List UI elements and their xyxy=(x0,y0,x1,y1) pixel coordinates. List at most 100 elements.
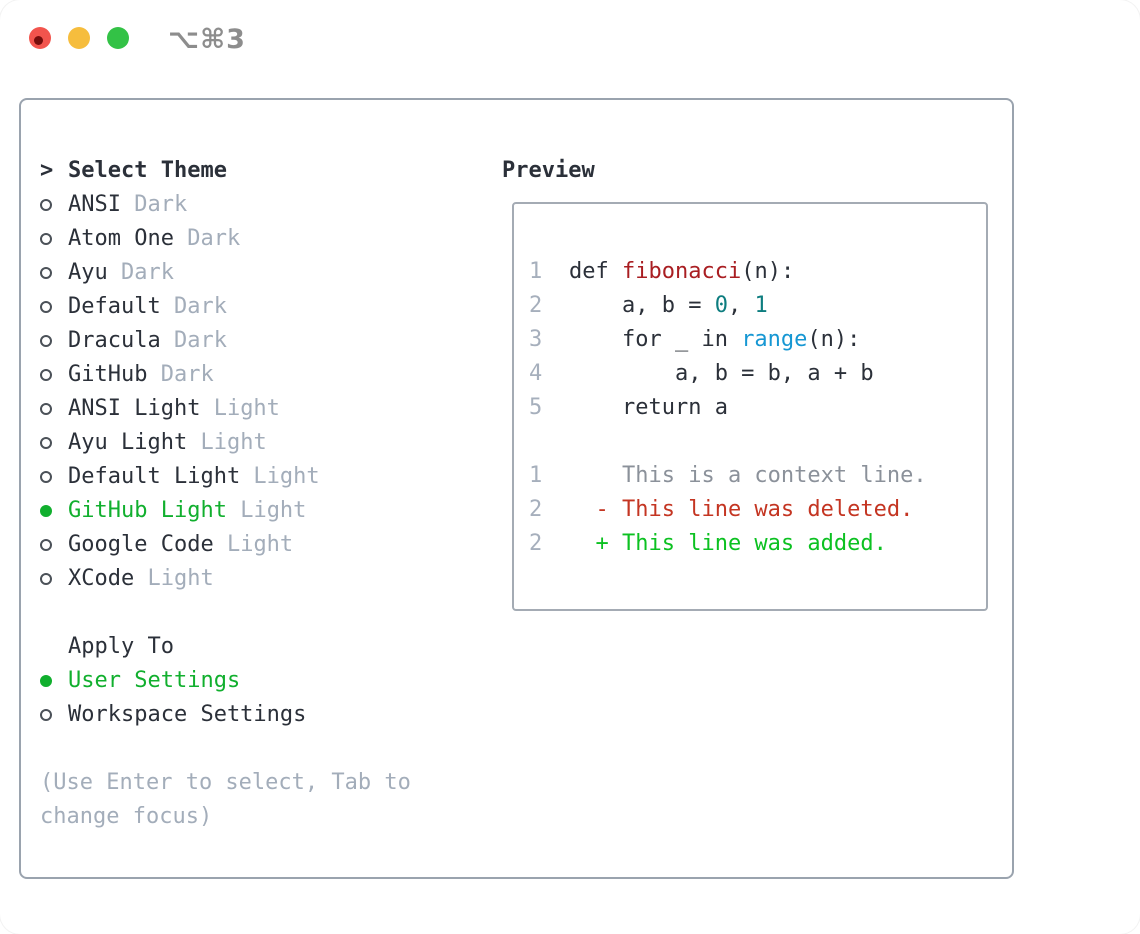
radio-icon xyxy=(40,199,68,211)
theme-name: Ayu Light xyxy=(68,430,188,455)
theme-name: Atom One xyxy=(68,226,174,251)
code-segment: (n): xyxy=(741,259,795,284)
theme-name: Default xyxy=(68,294,161,319)
code-line: 1 This is a context line. xyxy=(529,459,986,493)
code-line xyxy=(529,425,986,459)
apply-to-option-label: Workspace Settings xyxy=(68,702,307,727)
theme-option[interactable]: Dracula Dark xyxy=(40,324,490,358)
line-number: 1 xyxy=(529,463,543,488)
theme-name: Default Light xyxy=(68,464,241,489)
radio-icon xyxy=(40,301,68,313)
theme-option[interactable]: ANSI Light Light xyxy=(40,392,490,426)
code-segment: (n): xyxy=(807,327,861,352)
radio-ring xyxy=(40,233,52,245)
close-dot-icon xyxy=(34,36,43,45)
code-line: 1 def fibonacci(n): xyxy=(529,255,986,289)
radio-ring xyxy=(40,403,52,415)
select-theme-header: > Select Theme xyxy=(40,154,490,188)
radio-ring xyxy=(40,267,52,279)
theme-name: Dracula xyxy=(68,328,161,353)
line-number: 2 xyxy=(529,497,543,522)
maximize-button[interactable] xyxy=(107,27,129,49)
line-number: 1 xyxy=(529,259,543,284)
code-line: 2 + This line was added. xyxy=(529,527,986,561)
theme-option[interactable]: Ayu Light Light xyxy=(40,426,490,460)
apply-to-option[interactable]: User Settings xyxy=(40,664,490,698)
theme-name: ANSI Light xyxy=(68,396,201,421)
theme-option[interactable]: Default Dark xyxy=(40,290,490,324)
radio-ring xyxy=(40,301,52,313)
close-button[interactable] xyxy=(29,27,51,49)
theme-variant: Dark xyxy=(107,260,174,285)
radio-ring xyxy=(40,539,52,551)
code-segment: - This line was deleted. xyxy=(569,497,914,522)
line-number xyxy=(529,425,569,459)
theme-option[interactable]: GitHub Light Light xyxy=(40,494,490,528)
theme-option[interactable]: XCode Light xyxy=(40,562,490,596)
radio-ring xyxy=(40,335,52,347)
code-line: 4 a, b = b, a + b xyxy=(529,357,986,391)
code-segment: 1 xyxy=(754,293,768,318)
preview-title: Preview xyxy=(502,158,595,183)
code-segment: return a xyxy=(569,395,728,420)
radio-ring xyxy=(40,369,52,381)
theme-variant: Light xyxy=(134,566,214,591)
apply-to-option[interactable]: Workspace Settings xyxy=(40,698,490,732)
radio-icon xyxy=(40,471,68,483)
theme-name: Ayu xyxy=(68,260,108,285)
radio-dot xyxy=(40,505,52,517)
radio-icon xyxy=(40,267,68,279)
radio-icon xyxy=(40,573,68,585)
apply-to-header: Apply To xyxy=(40,630,490,664)
theme-option[interactable]: Ayu Dark xyxy=(40,256,490,290)
code-segment: , xyxy=(727,293,755,318)
radio-ring xyxy=(40,199,52,211)
apply-to-title: Apply To xyxy=(68,634,174,659)
line-number: 3 xyxy=(529,327,543,352)
help-line: change focus) xyxy=(40,804,213,829)
spacer xyxy=(40,596,490,630)
theme-name: Google Code xyxy=(68,532,214,557)
spacer xyxy=(40,732,490,766)
theme-variant: Light xyxy=(226,498,307,523)
code-line: 2 a, b = 0, 1 xyxy=(529,289,986,323)
code-segment: a, b = b, a + b xyxy=(569,361,874,386)
titlebar: ⌥⌘3 xyxy=(0,0,1140,76)
select-theme-title: Select Theme xyxy=(68,158,227,183)
theme-variant: Light xyxy=(200,396,280,421)
radio-ring xyxy=(40,709,52,721)
theme-variant: Dark xyxy=(147,362,214,387)
theme-option[interactable]: Default Light Light xyxy=(40,460,490,494)
code-line: 2 - This line was deleted. xyxy=(529,493,986,527)
preview-header-row: Preview xyxy=(502,154,1002,188)
radio-icon xyxy=(40,437,68,449)
theme-option[interactable]: Google Code Light xyxy=(40,528,490,562)
theme-option[interactable]: Atom One Dark xyxy=(40,222,490,256)
radio-ring xyxy=(40,573,52,585)
code-segment: This is a context line. xyxy=(569,463,927,488)
code-segment: def xyxy=(569,259,622,284)
theme-variant: Dark xyxy=(160,294,227,319)
line-number: 2 xyxy=(529,293,543,318)
code-segment: 0 xyxy=(714,293,728,318)
code-segment: fibonacci xyxy=(621,259,742,284)
code-line: 5 return a xyxy=(529,391,986,425)
prompt-icon: > xyxy=(40,158,54,183)
theme-option[interactable]: ANSI Dark xyxy=(40,188,490,222)
theme-name: ANSI xyxy=(68,192,121,217)
theme-option[interactable]: GitHub Dark xyxy=(40,358,490,392)
minimize-button[interactable] xyxy=(68,27,90,49)
code-segment: a, b = xyxy=(569,293,715,318)
line-number: 4 xyxy=(529,361,543,386)
theme-variant: Dark xyxy=(173,226,241,251)
radio-icon xyxy=(40,369,68,381)
theme-variant: Light xyxy=(240,464,320,489)
